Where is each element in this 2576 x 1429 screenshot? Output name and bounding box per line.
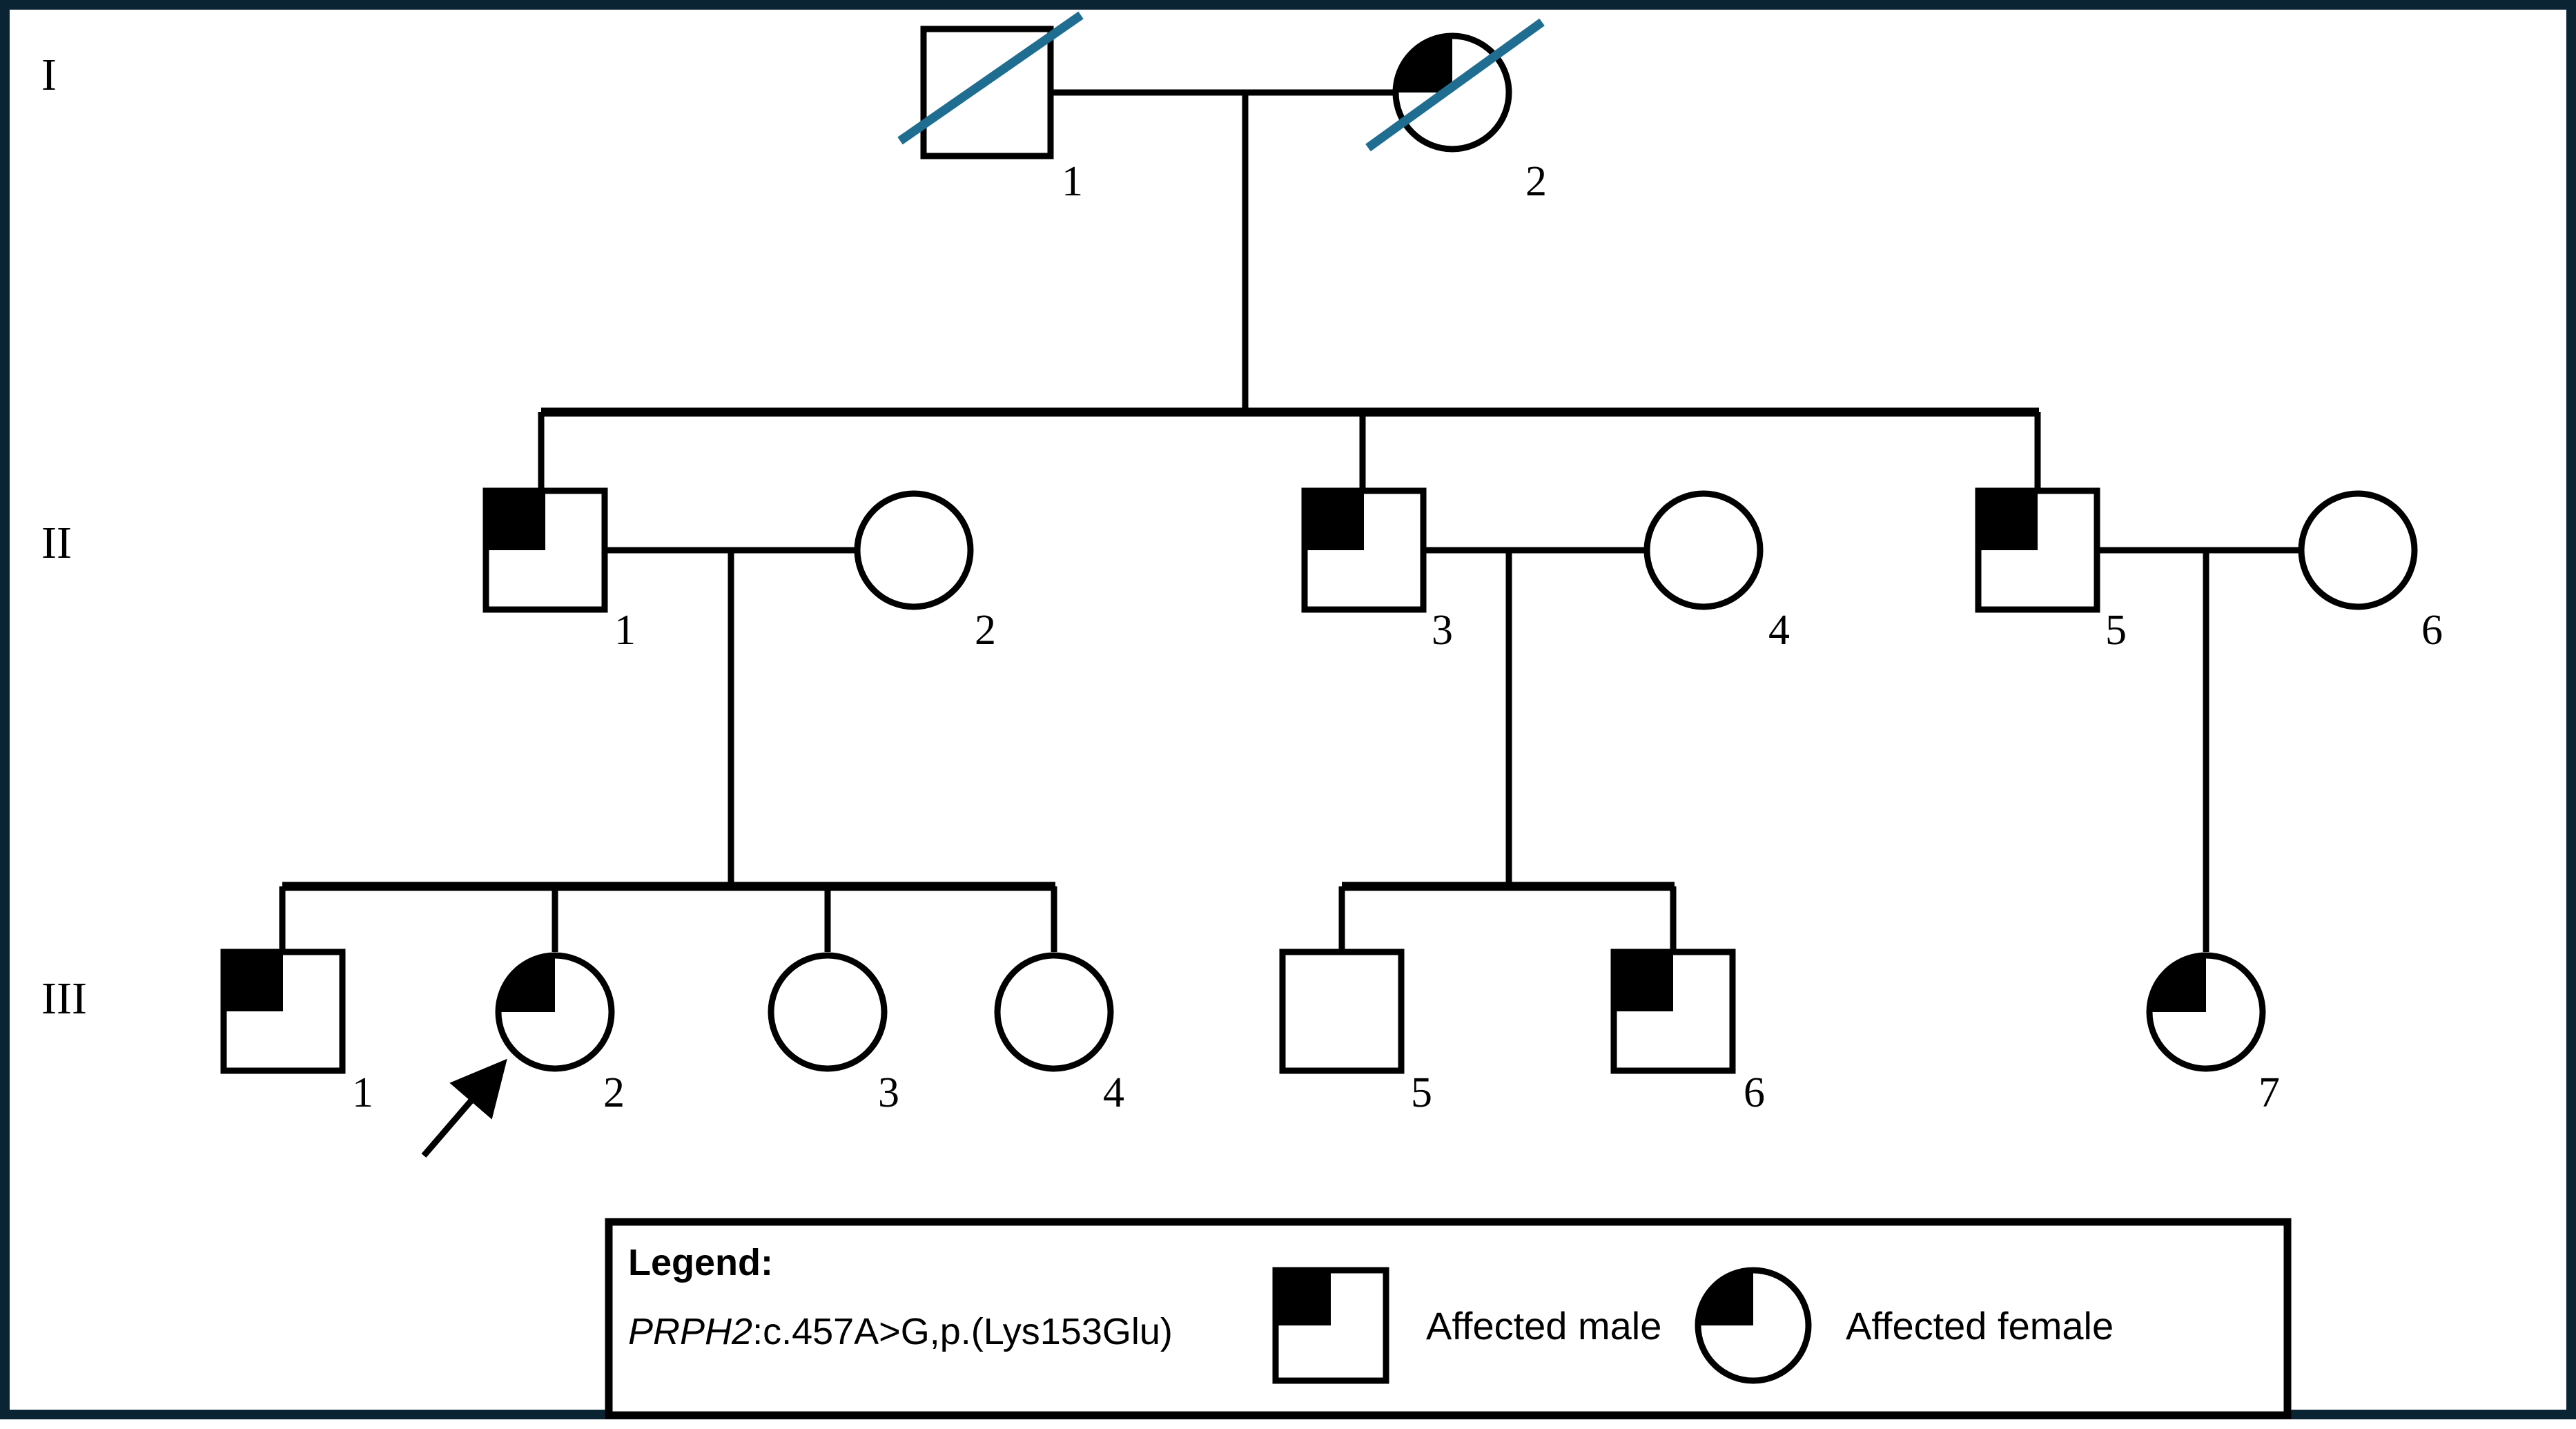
id-label-II-6: 6 [2421,607,2443,654]
legend-gene-name: PRPH2 [628,1311,753,1352]
legend-label-affected-female: Affected female [1846,1304,2114,1348]
id-label-II-3: 3 [1432,607,1453,654]
affected-quadrant-II-5 [1978,491,2038,550]
id-label-II-4: 4 [1768,607,1790,654]
pedigree-graph [220,11,2418,1419]
symbol-III-2-female-affected-proband [495,952,615,1072]
deceased-slash-I-2 [1365,18,1545,152]
legend-symbol-affected-female [1695,1267,1812,1384]
legend-label-affected-male: Affected male [1426,1304,1662,1348]
affected-quadrant-III-6 [1614,952,1673,1011]
legend-affected-male-quadrant [1276,1270,1331,1325]
symbol-III-3-female-unaffected [768,952,888,1072]
id-label-III-6: 6 [1744,1069,1765,1116]
legend-variant-text: :c.457A>G,p.(Lys153Glu) [752,1311,1173,1352]
id-label-II-5: 5 [2105,607,2127,654]
symbol-III-5-male-unaffected [1279,949,1405,1074]
proband-arrow [421,1058,507,1158]
legend-title: Legend: [628,1242,773,1283]
affected-quadrant-II-1 [486,491,545,550]
symbol-III-7-female-affected [2146,952,2266,1072]
symbol-III-4-female-unaffected [994,952,1114,1072]
generation-label-I: I [41,50,57,100]
id-label-I-1: 1 [1062,158,1083,205]
symbol-II-6-female-unaffected [2298,490,2418,610]
id-label-III-5: 5 [1411,1069,1432,1116]
id-label-II-2: 2 [975,607,996,654]
id-label-III-3: 3 [878,1069,899,1116]
legend-box [605,1218,2292,1419]
deceased-slash-I-1 [897,11,1084,145]
id-label-II-1: 1 [614,607,636,654]
id-label-III-4: 4 [1103,1069,1124,1116]
id-label-I-2: 2 [1525,158,1547,205]
generation-label-III: III [41,973,87,1024]
affected-quadrant-II-3 [1305,491,1364,550]
id-label-III-2: 2 [603,1069,625,1116]
id-label-III-1: 1 [352,1069,373,1116]
legend-variant-line: PRPH2:c.457A>G,p.(Lys153Glu) [628,1310,1173,1353]
symbol-II-2-female-unaffected [854,490,974,610]
id-label-III-7: 7 [2258,1069,2280,1116]
generation-label-II: II [41,518,72,568]
affected-quadrant-III-1 [224,952,283,1011]
symbol-II-4-female-unaffected [1643,490,1764,610]
